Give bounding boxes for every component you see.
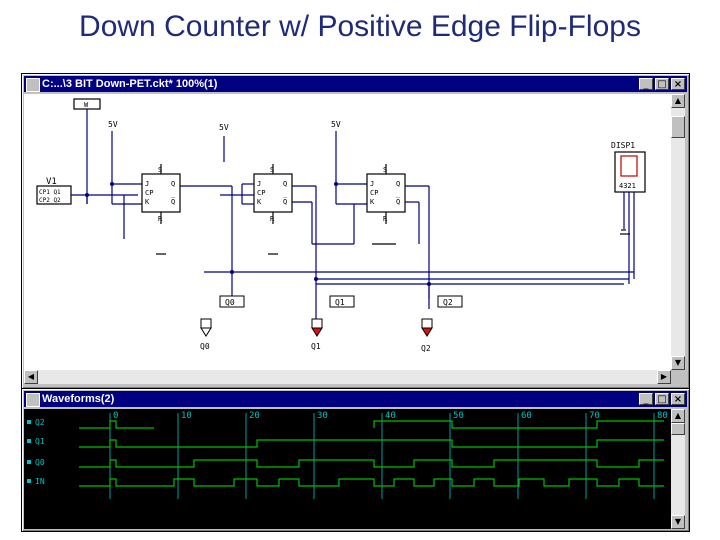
- scroll-thumb[interactable]: [671, 116, 685, 138]
- circuit-window-title: C:...\3 BIT Down-PET.ckt* 100%(1): [42, 78, 218, 90]
- signal-name-q0: Q0: [35, 458, 45, 467]
- scroll-up-arrow-icon[interactable]: ▲: [671, 94, 685, 108]
- wave-q2-late: [373, 420, 664, 429]
- ff3-pin-cp: CP: [370, 189, 378, 197]
- app-icon: [26, 393, 40, 407]
- wave-q0: [79, 459, 664, 468]
- probe-label-q1: Q1: [311, 342, 321, 351]
- time-tick-label: 0: [113, 411, 118, 421]
- time-tick-label: 80: [657, 411, 668, 421]
- ff1-pin-j: J: [145, 180, 149, 188]
- ff3-pin-k: K: [370, 198, 375, 206]
- probe-label-q2: Q2: [421, 344, 431, 353]
- time-tick-label: 30: [317, 411, 328, 421]
- time-tick-label: 40: [385, 411, 396, 421]
- ff1-pin-s: S: [158, 166, 162, 174]
- time-tick-label: 70: [589, 411, 600, 421]
- ff3-pin-s: S: [383, 166, 387, 174]
- time-tick-label: 10: [181, 411, 192, 421]
- clock-pin1-label: CP1 Q1: [39, 189, 61, 196]
- circuit-horizontal-scrollbar[interactable]: ◀ ▶: [24, 370, 671, 384]
- waveform-vertical-scrollbar[interactable]: ▲ ▼: [671, 409, 685, 529]
- ff1-pin-cp: CP: [145, 189, 153, 197]
- waveform-canvas[interactable]: 0 10 20 30 40 50 60 70 80 Q2 Q1 Q0 IN: [24, 409, 671, 529]
- ff3-pin-qbar: Q̅: [396, 197, 401, 206]
- app-icon: [26, 78, 40, 92]
- scroll-down-arrow-icon[interactable]: ▼: [671, 515, 685, 529]
- node-tag-q0: Q0: [225, 298, 235, 307]
- ff2-pin-qbar: Q̅: [283, 197, 288, 206]
- wave-in: [79, 478, 664, 487]
- node-tag-q1: Q1: [335, 298, 345, 307]
- time-tick-label: 20: [249, 411, 260, 421]
- signal-name-q1: Q1: [35, 437, 45, 446]
- display-name-label: DISP1: [611, 141, 635, 150]
- maximize-button[interactable]: □: [655, 393, 669, 405]
- scroll-down-arrow-icon[interactable]: ▼: [671, 356, 685, 370]
- close-button[interactable]: ×: [671, 78, 685, 90]
- ff2-pin-q: Q: [283, 180, 287, 188]
- ff2-pin-r: R: [270, 215, 275, 223]
- node-tag-q2: Q2: [443, 298, 453, 307]
- vcc-label-3: 5V: [331, 120, 341, 129]
- waveform-window-titlebar[interactable]: Waveforms(2) _ □ ×: [24, 391, 687, 407]
- scroll-right-arrow-icon[interactable]: ▶: [657, 370, 671, 384]
- scroll-left-arrow-icon[interactable]: ◀: [24, 370, 38, 384]
- waveform-drawing: 0 10 20 30 40 50 60 70 80 Q2 Q1 Q0 IN: [27, 411, 668, 499]
- circuit-vertical-scrollbar[interactable]: ▲ ▼: [671, 94, 685, 370]
- schematic-drawing: 5V 5V 5V V1 CP1 Q1 CP2 Q2 W DISP1 4321 S…: [36, 98, 646, 353]
- circuit-window-titlebar[interactable]: C:...\3 BIT Down-PET.ckt* 100%(1) _ □ ×: [24, 76, 687, 92]
- minimize-button[interactable]: _: [639, 393, 653, 405]
- ff1-pin-r: R: [158, 215, 163, 223]
- ff3-pin-j: J: [370, 180, 374, 188]
- close-button[interactable]: ×: [671, 393, 685, 405]
- probe-label-q0: Q0: [200, 342, 210, 351]
- ff1-pin-q: Q: [171, 180, 175, 188]
- schematic-canvas[interactable]: 5V 5V 5V V1 CP1 Q1 CP2 Q2 W DISP1 4321 S…: [24, 94, 671, 370]
- vcc-label-2: 5V: [219, 123, 229, 132]
- scroll-thumb[interactable]: [671, 423, 685, 435]
- minimize-button[interactable]: _: [639, 78, 653, 90]
- ff3-pin-r: R: [383, 215, 388, 223]
- signal-name-q2: Q2: [35, 418, 45, 427]
- ff1-pin-qbar: Q̅: [171, 197, 176, 206]
- ff2-pin-k: K: [257, 198, 262, 206]
- wave-q1: [79, 439, 664, 448]
- waveform-window: Waveforms(2) _ □ × 0 10 20 30 40 50 60 70 80 Q2 …: [21, 388, 690, 532]
- clock-pin2-label: CP2 Q2: [39, 197, 61, 204]
- ff1-pin-k: K: [145, 198, 150, 206]
- ff2-pin-cp: CP: [257, 189, 265, 197]
- ff2-pin-s: S: [270, 166, 274, 174]
- slide-title: Down Counter w/ Positive Edge Flip-Flops: [79, 10, 641, 43]
- vcc-label-1: 5V: [108, 120, 118, 129]
- ff2-pin-j: J: [257, 180, 261, 188]
- time-tick-label: 50: [453, 411, 464, 421]
- wave-q2: [79, 420, 154, 429]
- circuit-window: C:...\3 BIT Down-PET.ckt* 100%(1) _ □ ×: [21, 73, 690, 389]
- wire-tag-label: W: [84, 101, 89, 109]
- ff3-pin-q: Q: [396, 180, 400, 188]
- scroll-up-arrow-icon[interactable]: ▲: [671, 409, 685, 423]
- waveform-window-title: Waveforms(2): [42, 393, 115, 405]
- clock-source-label: V1: [46, 177, 57, 187]
- time-tick-label: 60: [521, 411, 532, 421]
- maximize-button[interactable]: □: [655, 78, 669, 90]
- display-value-label: 4321: [619, 182, 636, 190]
- signal-name-in: IN: [35, 477, 45, 486]
